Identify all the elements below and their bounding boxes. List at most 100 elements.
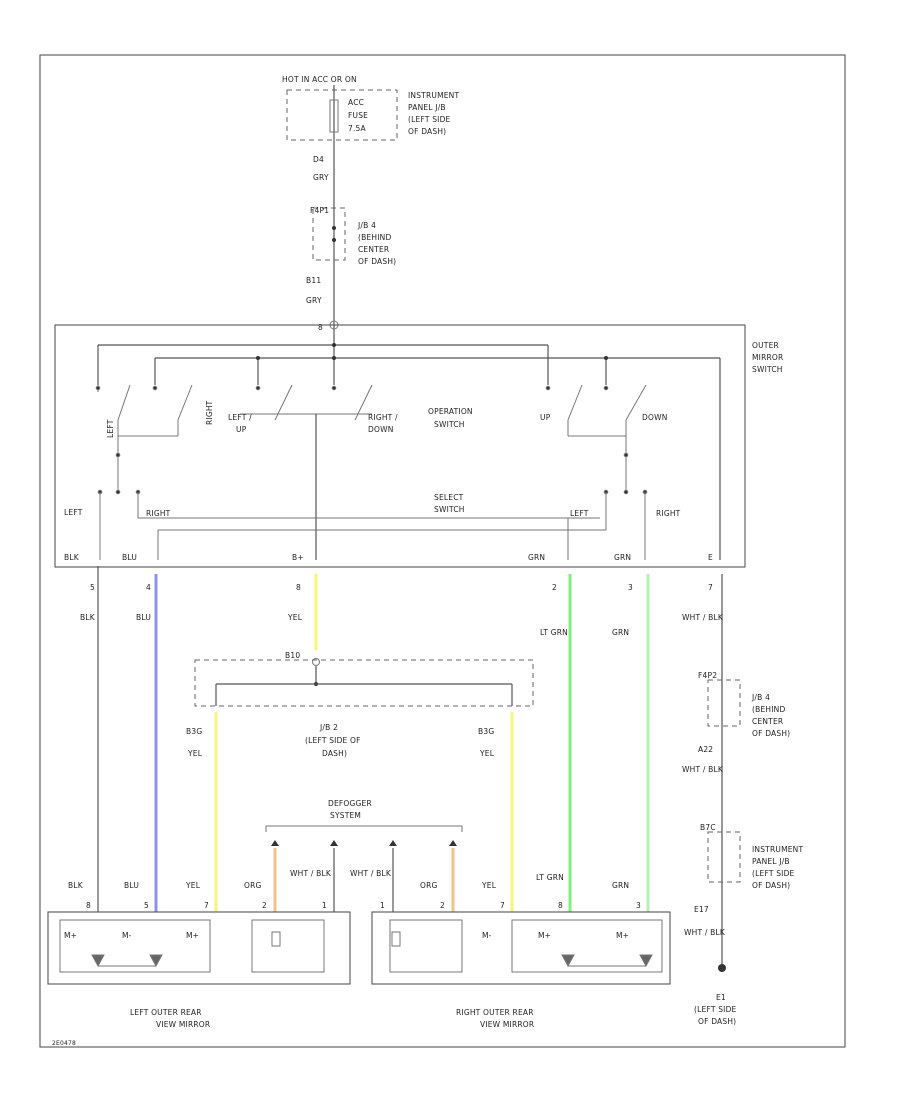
select-switch-label-1: SELECT <box>434 493 464 502</box>
jb2-label-2: (LEFT SIDE OF <box>305 736 361 745</box>
connector-b3g-left: B3G <box>186 727 202 736</box>
jb4-splice-dot-2 <box>332 238 336 242</box>
left-mirror-label-2: VIEW MIRROR <box>156 1020 210 1029</box>
jb4-label-1: J/B 4 <box>357 221 376 230</box>
ipjb-right-box <box>707 831 741 883</box>
right-pin-2: 2 <box>440 901 445 910</box>
bottom-label-wht-blk-2: WHT / BLK <box>350 869 392 878</box>
operation-switch-label-1: OPERATION <box>428 407 473 416</box>
jb4-box <box>312 207 346 261</box>
jb4-right-label-4: OF DASH) <box>752 729 790 738</box>
outer-mirror-switch-label-2: MIRROR <box>752 353 783 362</box>
jb2-connector <box>312 658 320 666</box>
select-switch-label-2: SWITCH <box>434 505 465 514</box>
mirror-motor-symbols <box>91 931 653 968</box>
outer-mirror-switch-label-1: OUTER <box>752 341 779 350</box>
ground-label-3: OF DASH) <box>698 1017 736 1026</box>
ipjb-right-label-4: OF DASH) <box>752 881 790 890</box>
right-mirror-label-1: RIGHT OUTER REAR <box>456 1008 534 1017</box>
defogger-arrow-1 <box>271 840 279 846</box>
left-internal-1: M+ <box>64 931 77 940</box>
jb2-box <box>194 659 534 707</box>
bottom-label-lt-grn: LT GRN <box>536 873 564 882</box>
wire-label-yel-right: YEL <box>479 749 495 758</box>
wire-color-gry-1: GRY <box>313 173 329 182</box>
left-pin-5: 5 <box>144 901 149 910</box>
jb4-label-4: OF DASH) <box>358 257 396 266</box>
pin-7: 7 <box>708 583 713 592</box>
connector-b10: B10 <box>285 651 300 660</box>
ground-symbol <box>718 964 726 972</box>
left-motor-box <box>59 919 211 973</box>
jb2-label-3: DASH) <box>322 749 347 758</box>
right-pin-1: 1 <box>380 901 385 910</box>
defogger-label-1: DEFOGGER <box>328 799 372 808</box>
left-internal-3: M+ <box>186 931 199 940</box>
connector-jb4-right: F4P2 <box>698 671 717 680</box>
pin-2: 2 <box>552 583 557 592</box>
diagram-frame <box>39 54 846 1048</box>
top-source-label: HOT IN ACC OR ON <box>282 75 357 84</box>
sel-right-2: RIGHT <box>656 509 681 518</box>
left-up-label-2: UP <box>236 425 247 434</box>
connector-jb4-top: F4P1 <box>310 206 329 215</box>
ip-jb-label-1: INSTRUMENT <box>408 91 459 100</box>
wire-label-yel: YEL <box>287 613 303 622</box>
wire-label-lt-grn: LT GRN <box>540 628 568 637</box>
operation-switch-label-2: SWITCH <box>434 420 465 429</box>
select-switch-contacts <box>97 470 648 560</box>
jb4-label-2: (BEHIND <box>358 233 391 242</box>
wire-label-blk: BLK <box>80 613 96 622</box>
acc-fuse-symbol <box>329 99 339 133</box>
ip-jb-label-4: OF DASH) <box>408 127 446 136</box>
left-pin-7: 7 <box>204 901 209 910</box>
wire-label-wht-blk-mid: WHT / BLK <box>682 765 724 774</box>
right-mirror-box <box>371 911 671 985</box>
pin-8: 8 <box>296 583 301 592</box>
bus-node-2 <box>332 356 336 360</box>
switch-terminal-grn-1: GRN <box>528 553 545 562</box>
connector-e17: E17 <box>694 905 709 914</box>
right-internal-1: M- <box>482 931 492 940</box>
ipjb-right-label-1: INSTRUMENT <box>752 845 803 854</box>
jb4-right-label-2: (BEHIND <box>752 705 785 714</box>
jb4-label-3: CENTER <box>358 245 389 254</box>
left-pin-8: 8 <box>86 901 91 910</box>
right-mirror-label-2: VIEW MIRROR <box>480 1020 534 1029</box>
bottom-label-org-r: ORG <box>420 881 438 890</box>
switch-terminal-e: E <box>708 553 713 562</box>
bus-node-1 <box>332 343 336 347</box>
bottom-label-blk: BLK <box>68 881 84 890</box>
ipjb-right-label-2: PANEL J/B <box>752 857 790 866</box>
wire-label-blu: BLU <box>136 613 151 622</box>
up-label: UP <box>540 413 551 422</box>
bottom-label-grn: GRN <box>612 881 629 890</box>
operation-switch-contacts <box>95 384 647 470</box>
jb4-right-label-3: CENTER <box>752 717 783 726</box>
wire-label-yel-left: YEL <box>187 749 203 758</box>
rot-right-label: RIGHT <box>205 400 214 425</box>
switch-terminal-blu: BLU <box>122 553 137 562</box>
wire-color-gry-2: GRY <box>306 296 322 305</box>
switch-terminal-grn-2: GRN <box>614 553 631 562</box>
bottom-label-blu: BLU <box>124 881 139 890</box>
switch-pin-8: 8 <box>318 323 323 332</box>
defogger-label-2: SYSTEM <box>330 811 361 820</box>
bus-node-4 <box>604 356 608 360</box>
right-pin-8: 8 <box>558 901 563 910</box>
connector-d4: D4 <box>313 155 324 164</box>
right-pin-7: 7 <box>500 901 505 910</box>
right-down-label-1: RIGHT / <box>368 413 398 422</box>
right-down-label-2: DOWN <box>368 425 394 434</box>
ipjb-right-label-3: (LEFT SIDE <box>752 869 795 878</box>
wire-label-grn: GRN <box>612 628 629 637</box>
right-defogger-element-box <box>389 919 463 973</box>
wire-label-wht-blk-low: WHT / BLK <box>684 928 726 937</box>
left-up-label-1: LEFT / <box>228 413 252 422</box>
down-label: DOWN <box>642 413 668 422</box>
ip-jb-label-3: (LEFT SIDE <box>408 115 451 124</box>
bottom-label-wht-blk-1: WHT / BLK <box>290 869 332 878</box>
connector-b7c: B7C <box>700 823 716 832</box>
defogger-arrow-3 <box>389 840 397 846</box>
jb2-label-1: J/B 2 <box>319 723 338 732</box>
